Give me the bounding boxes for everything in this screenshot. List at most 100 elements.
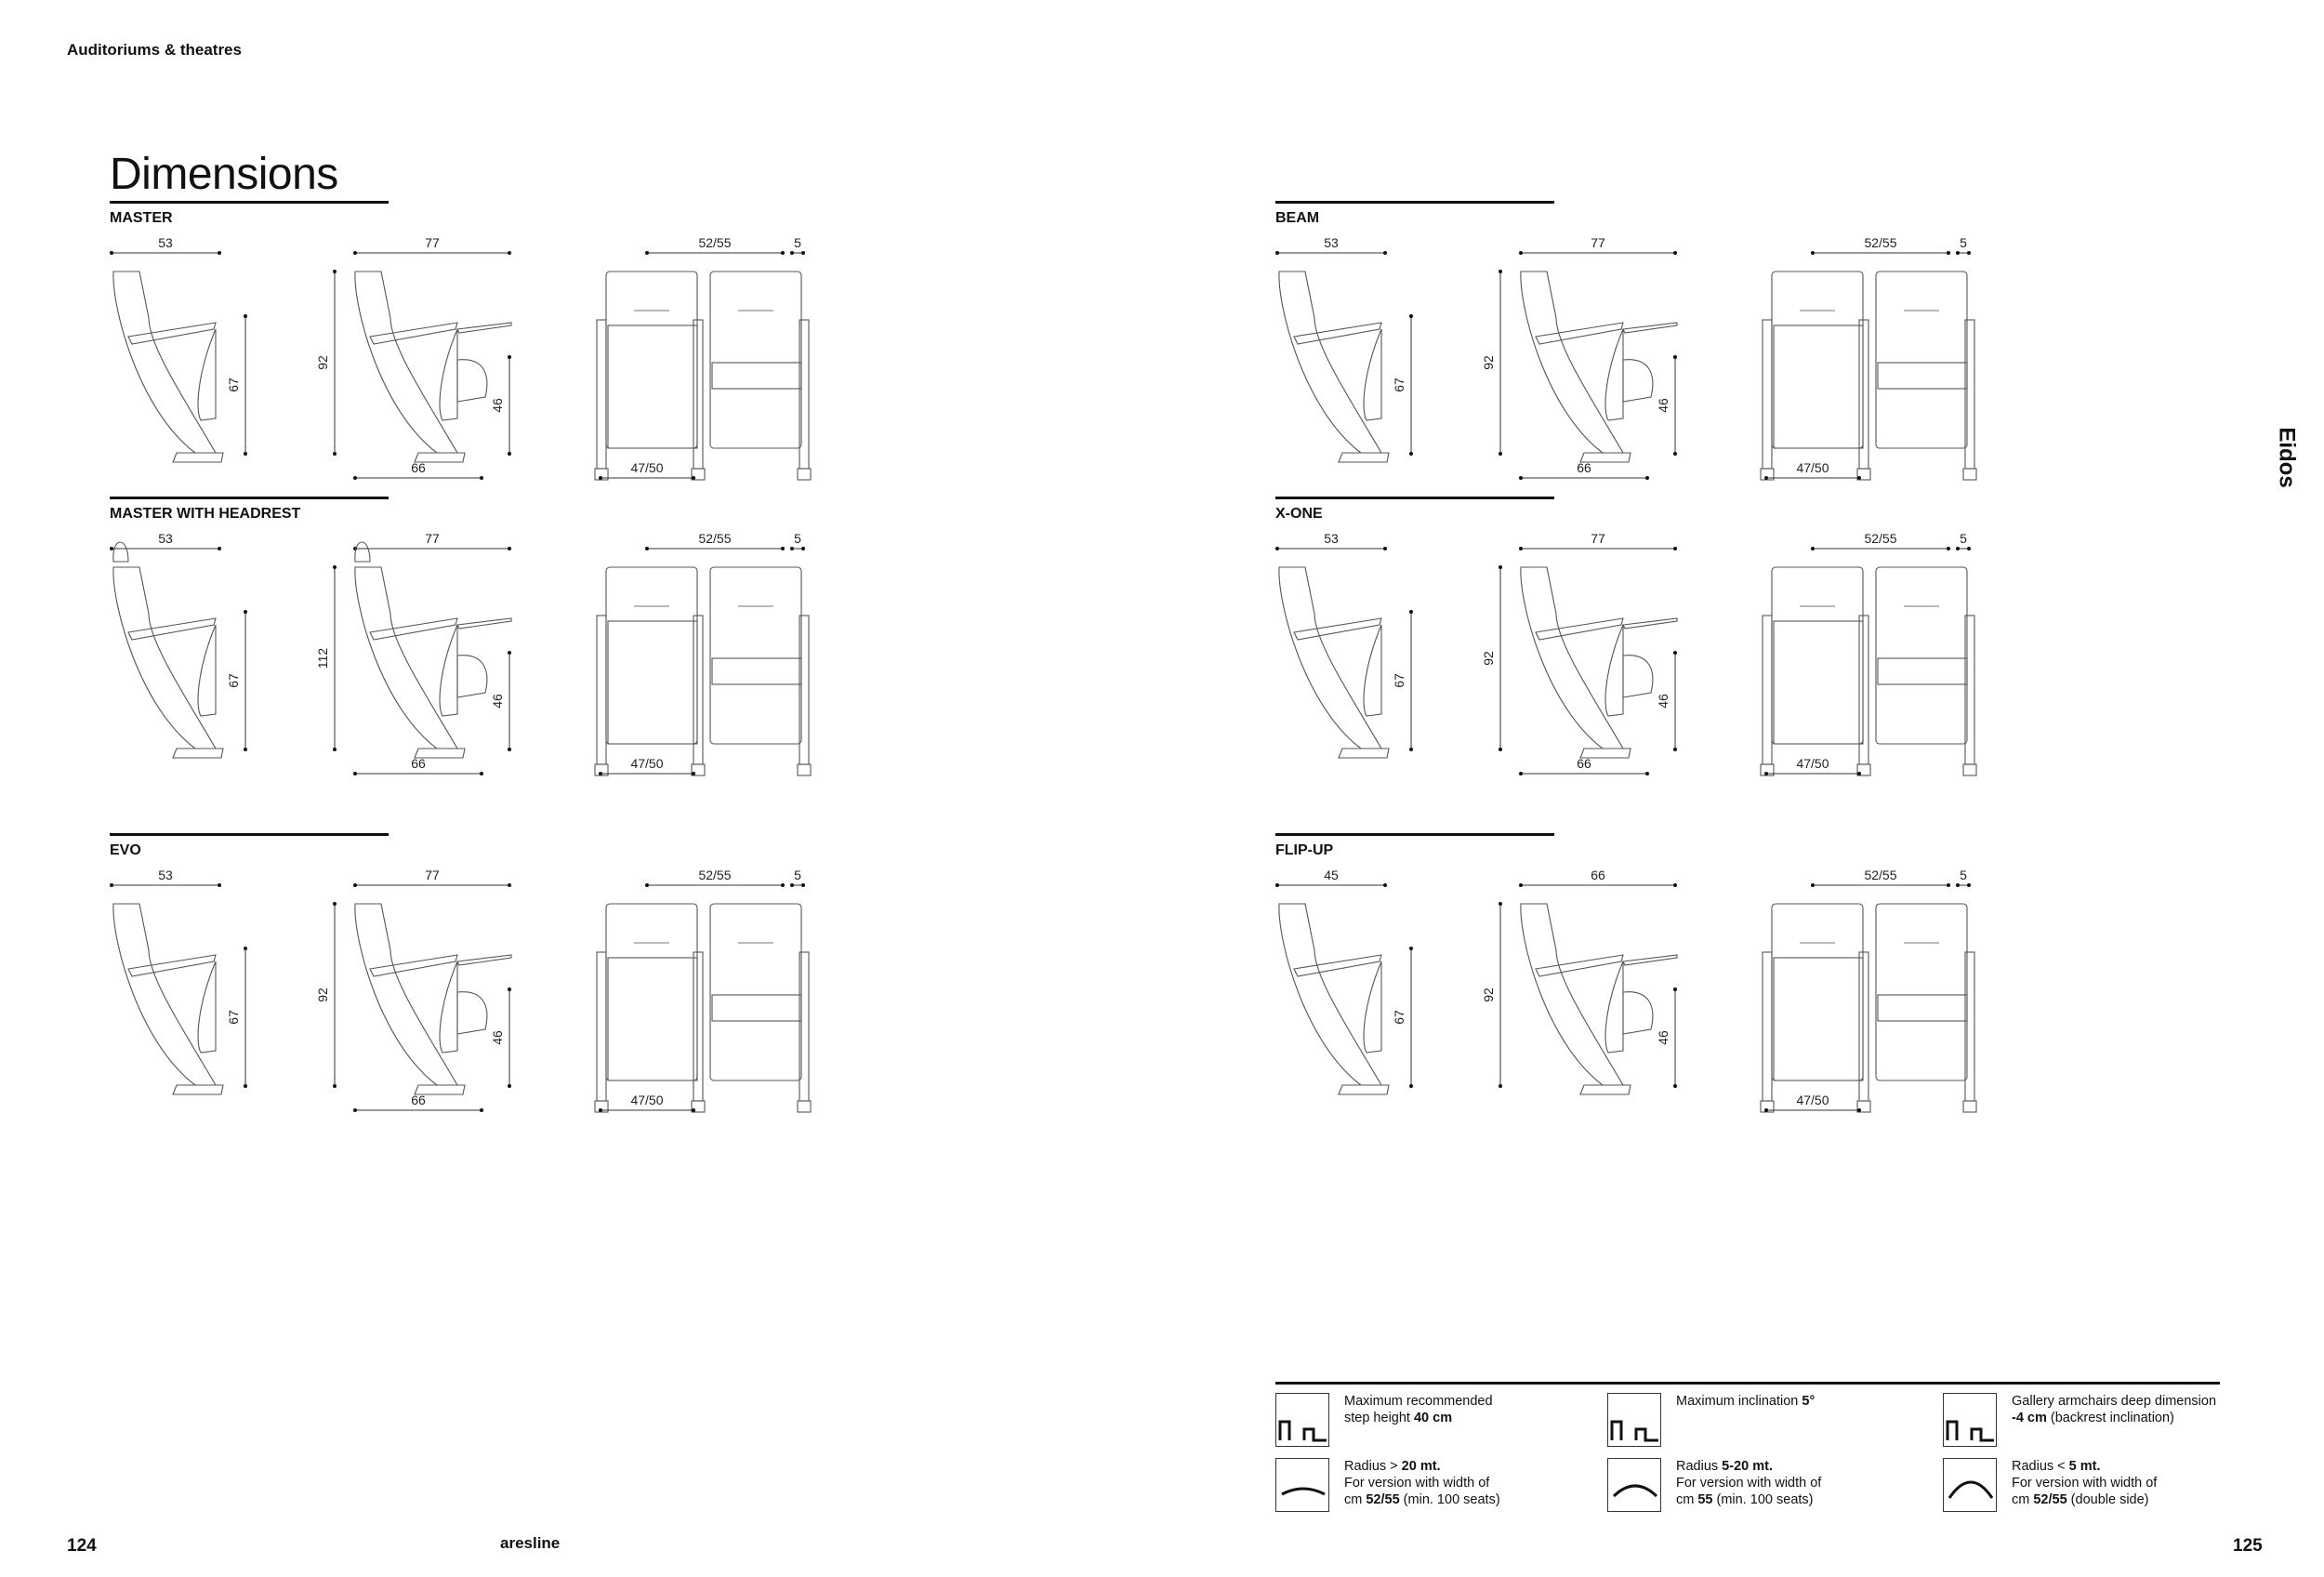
height-seat-dim-label: 67 bbox=[1392, 1010, 1406, 1025]
height-seat-front-dim-label: 46 bbox=[490, 398, 505, 413]
depth-closed-dim-label: 53 bbox=[1324, 531, 1339, 546]
depth-open-dim-label: 66 bbox=[1591, 868, 1605, 882]
armrest-dim-label: 5 bbox=[1960, 868, 1967, 882]
height-seat-dim-label: 67 bbox=[226, 673, 241, 688]
front-view bbox=[1760, 271, 1977, 481]
front-view bbox=[594, 566, 812, 776]
depth-open-dim-label: 77 bbox=[1591, 531, 1605, 546]
header-section-label: Auditoriums & theatres bbox=[67, 41, 242, 59]
height-total-dim-label: 92 bbox=[315, 355, 330, 370]
depth-base-dim-label: 66 bbox=[1577, 756, 1591, 771]
height-total-dim-label: 92 bbox=[1481, 651, 1496, 666]
section-name: MASTER bbox=[110, 210, 173, 226]
radius-small-icon bbox=[1943, 1458, 1997, 1512]
seat-width-dim-label: 47/50 bbox=[1796, 460, 1829, 475]
legend-text: Gallery armchairs deep dimension-4 cm (b… bbox=[2012, 1394, 2217, 1425]
section-rule bbox=[110, 497, 389, 499]
depth-base-dim-label: 66 bbox=[1577, 460, 1591, 475]
side-view-open bbox=[354, 541, 512, 759]
page-number-right: 125 bbox=[2233, 1536, 2263, 1556]
height-total-dim-label: 112 bbox=[315, 648, 330, 669]
height-total-dim-label: 92 bbox=[1481, 355, 1496, 370]
front-view bbox=[1760, 566, 1977, 776]
side-view-closed bbox=[1278, 566, 1390, 759]
legend-radius-large: Radius > 20 mt.For version with width of… bbox=[1275, 1458, 1582, 1512]
depth-open-dim-label: 77 bbox=[1591, 235, 1605, 250]
brand-logo: aresline bbox=[500, 1534, 561, 1552]
section-rule bbox=[1275, 497, 1554, 499]
height-total-dim-label: 92 bbox=[315, 987, 330, 1002]
front-view bbox=[594, 271, 812, 481]
front-view bbox=[594, 903, 812, 1113]
height-seat-dim-label: 67 bbox=[1392, 673, 1406, 688]
seat-width-dim-label: 47/50 bbox=[1796, 1093, 1829, 1107]
depth-open-dim-label: 77 bbox=[425, 235, 440, 250]
side-view-open bbox=[354, 271, 512, 463]
side-view-closed bbox=[1278, 271, 1390, 463]
side-view-open bbox=[1520, 903, 1678, 1095]
width-dim-label: 52/55 bbox=[698, 235, 731, 250]
legend-text: Radius > 20 mt.For version with width of… bbox=[1344, 1459, 1500, 1507]
section-name: EVO bbox=[110, 842, 141, 858]
depth-closed-dim-label: 53 bbox=[158, 868, 173, 882]
side-view-open bbox=[354, 903, 512, 1095]
height-total-dim-label: 92 bbox=[1481, 987, 1496, 1002]
height-seat-front-dim-label: 46 bbox=[490, 1030, 505, 1045]
legend-text: Maximum inclination 5° bbox=[1676, 1394, 1816, 1409]
seat-width-dim-label: 47/50 bbox=[630, 1093, 663, 1107]
depth-open-dim-label: 77 bbox=[425, 868, 440, 882]
armrest-dim-label: 5 bbox=[794, 868, 801, 882]
page-title: Dimensions bbox=[110, 150, 338, 199]
section-rule bbox=[110, 201, 389, 204]
height-seat-front-dim-label: 46 bbox=[1656, 1030, 1670, 1045]
side-view-open bbox=[1520, 566, 1678, 759]
depth-closed-dim-label: 53 bbox=[158, 531, 173, 546]
inclination-icon bbox=[1607, 1393, 1661, 1447]
seat-width-dim-label: 47/50 bbox=[630, 460, 663, 475]
section-rule bbox=[110, 833, 389, 836]
legend-gallery: Gallery armchairs deep dimension-4 cm (b… bbox=[1943, 1393, 2250, 1447]
depth-base-dim-label: 66 bbox=[411, 756, 426, 771]
width-dim-label: 52/55 bbox=[1864, 868, 1896, 882]
section-rule bbox=[1275, 201, 1554, 204]
side-view-open bbox=[1520, 271, 1678, 463]
width-dim-label: 52/55 bbox=[698, 531, 731, 546]
side-view-closed bbox=[112, 903, 224, 1095]
section-name: FLIP-UP bbox=[1275, 842, 1334, 858]
side-view-closed bbox=[1278, 903, 1390, 1095]
section-rule bbox=[1275, 833, 1554, 836]
height-seat-dim-label: 67 bbox=[226, 378, 241, 392]
legend-text: Radius 5-20 mt.For version with width of… bbox=[1676, 1459, 1822, 1507]
armrest-dim-label: 5 bbox=[1960, 531, 1967, 546]
legend-inclination: Maximum inclination 5° bbox=[1607, 1393, 1914, 1447]
depth-closed-dim-label: 53 bbox=[158, 235, 173, 250]
gallery-icon bbox=[1943, 1393, 1997, 1447]
seat-width-dim-label: 47/50 bbox=[630, 756, 663, 771]
section-name: BEAM bbox=[1275, 210, 1320, 226]
step-height-icon bbox=[1275, 1393, 1329, 1447]
section-name: MASTER WITH HEADREST bbox=[110, 506, 301, 522]
height-seat-dim-label: 67 bbox=[226, 1010, 241, 1025]
height-seat-front-dim-label: 46 bbox=[490, 694, 505, 709]
armrest-dim-label: 5 bbox=[1960, 235, 1967, 250]
legend-radius-medium: Radius 5-20 mt.For version with width of… bbox=[1607, 1458, 1914, 1512]
legend-rule bbox=[1275, 1382, 2220, 1385]
height-seat-front-dim-label: 46 bbox=[1656, 694, 1670, 709]
side-view-closed bbox=[112, 271, 224, 463]
width-dim-label: 52/55 bbox=[1864, 531, 1896, 546]
page-number-left: 124 bbox=[67, 1536, 97, 1556]
